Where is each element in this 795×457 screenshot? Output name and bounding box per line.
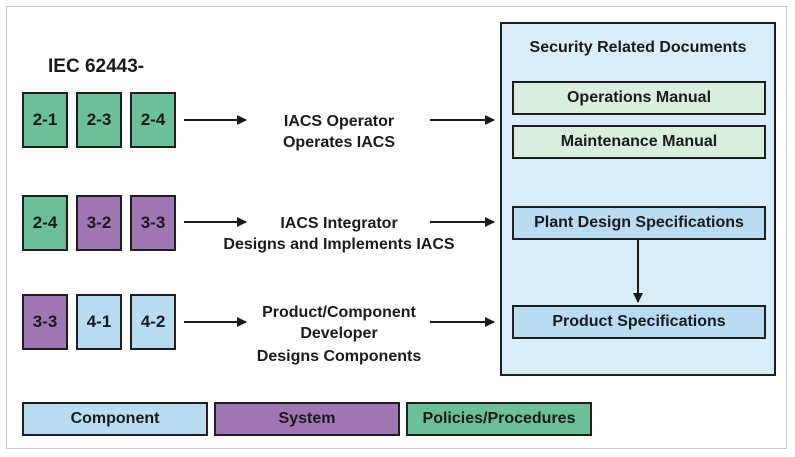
standard-title: IEC 62443-: [48, 56, 145, 77]
role-line: Developer: [300, 325, 378, 342]
role-line: Product/Component: [262, 304, 416, 321]
role-line: Designs and Implements IACS: [223, 236, 455, 253]
part-box: 2-4: [130, 92, 176, 148]
legend-policies: Policies/Procedures: [406, 402, 592, 436]
documents-title: Security Related Documents: [529, 39, 747, 56]
part-box: 3-3: [22, 294, 68, 350]
role-line: Designs Components: [256, 348, 422, 365]
legend-component: Component: [22, 402, 208, 436]
doc-maintenance-manual: Maintenance Manual: [512, 125, 766, 159]
doc-plant-design-specifications: Plant Design Specifications: [512, 206, 766, 240]
doc-operations-manual: Operations Manual: [512, 81, 766, 115]
role-operator: IACS Operator Operates IACS: [209, 111, 469, 153]
part-box: 3-3: [130, 195, 176, 251]
doc-product-specifications: Product Specifications: [512, 305, 766, 339]
part-box: 4-1: [76, 294, 122, 350]
part-box: 2-1: [22, 92, 68, 148]
role-developer: Product/Component Developer Designs Comp…: [209, 302, 469, 367]
part-box: 2-4: [22, 195, 68, 251]
role-line: Operates IACS: [282, 134, 396, 151]
role-line: IACS Operator: [283, 113, 395, 130]
part-box: 3-2: [76, 195, 122, 251]
role-line: IACS Integrator: [280, 215, 398, 232]
part-box: 2-3: [76, 92, 122, 148]
part-box: 4-2: [130, 294, 176, 350]
role-integrator: IACS Integrator Designs and Implements I…: [209, 213, 469, 255]
legend-system: System: [214, 402, 400, 436]
